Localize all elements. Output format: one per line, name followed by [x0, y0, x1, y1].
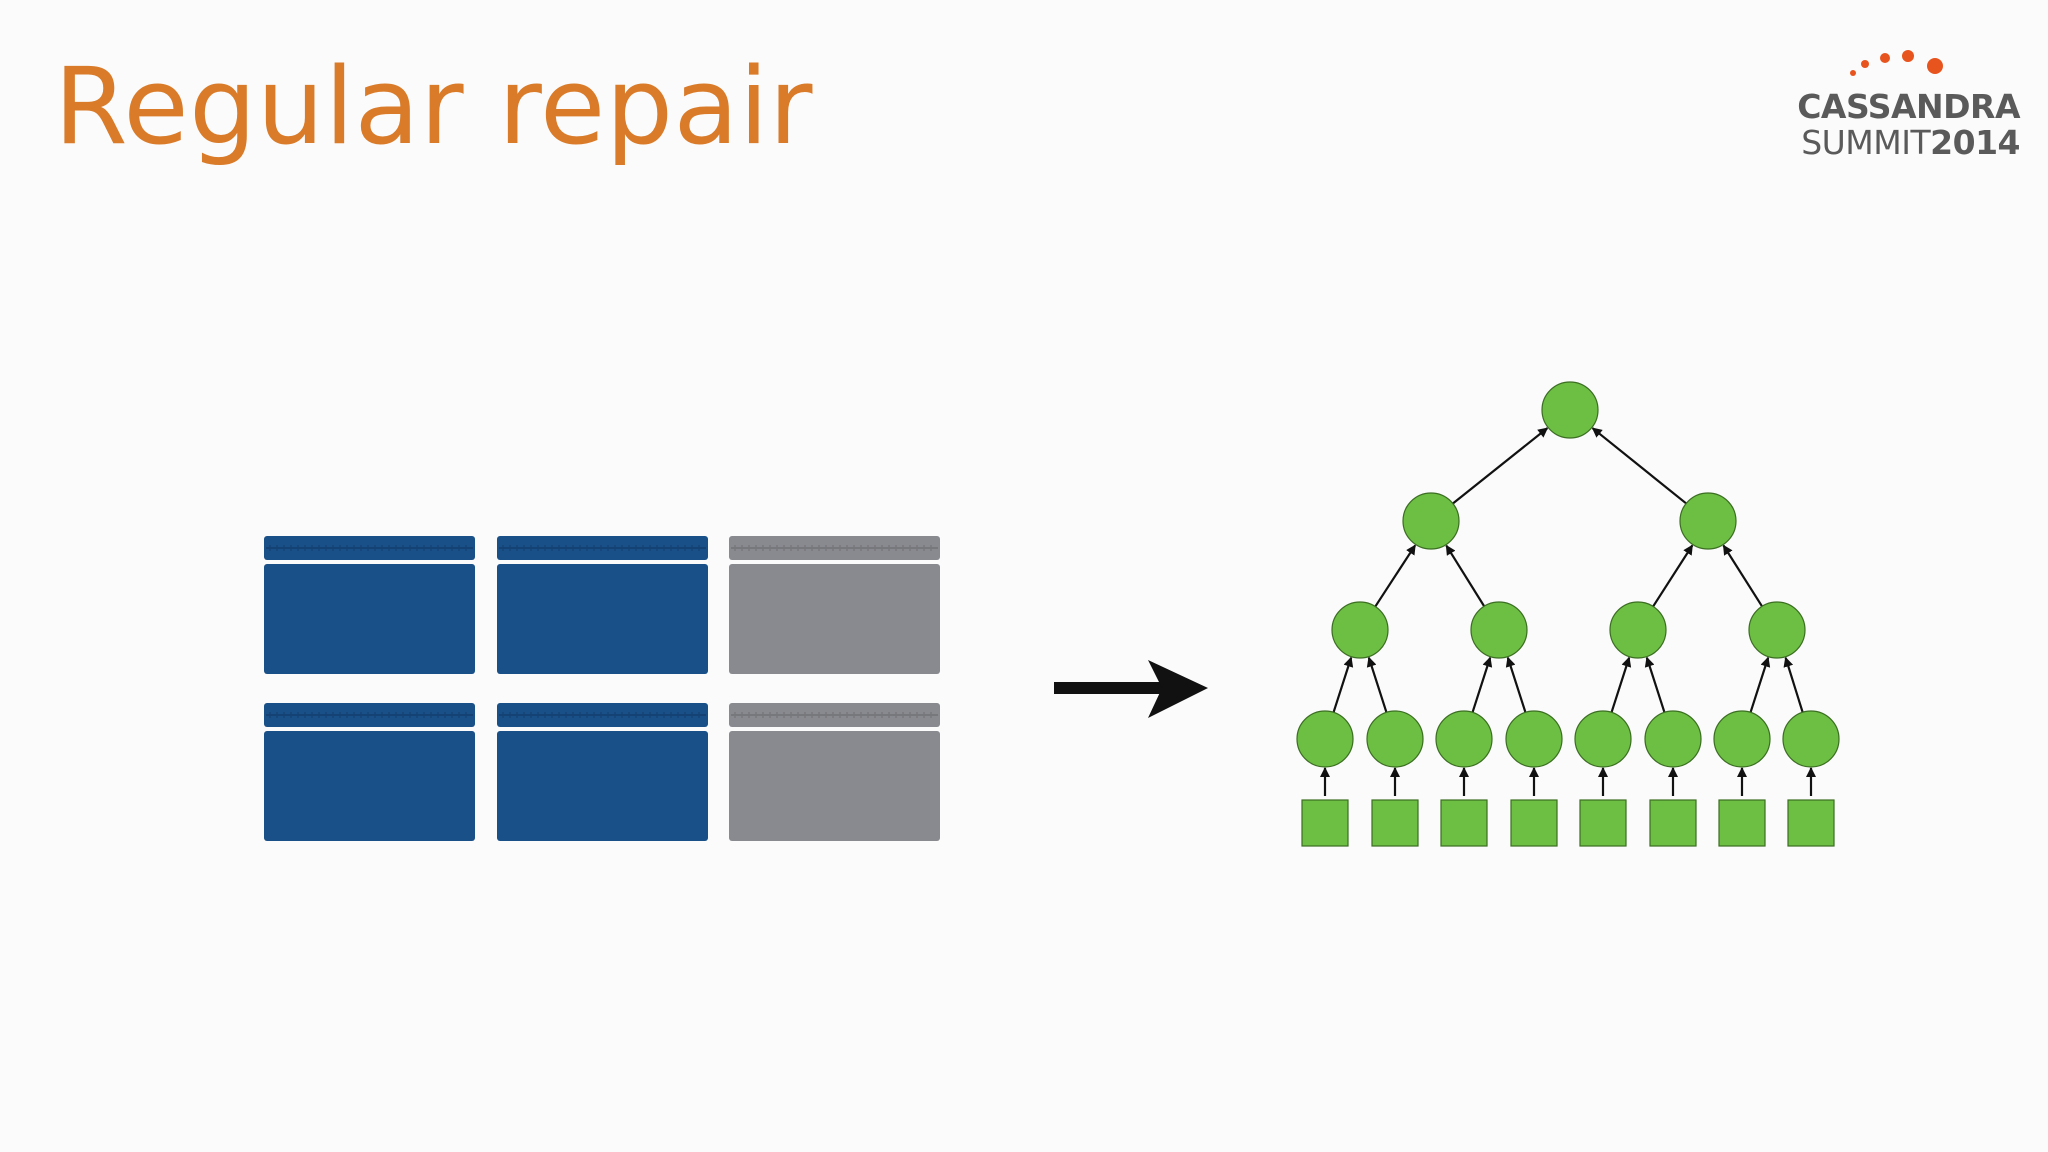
tree-node: [1748, 601, 1806, 659]
tree-node: [1402, 492, 1460, 550]
logo-line2-year: 2014: [1930, 123, 2020, 162]
tree-node: [1713, 710, 1771, 768]
tree-edge: [1652, 544, 1694, 608]
slide-title: Regular repair: [54, 45, 813, 168]
tree-leaf: [1371, 799, 1419, 847]
tree-edge: [1783, 656, 1804, 713]
tree-edge: [1722, 544, 1763, 607]
block-header-ticks: [731, 545, 938, 551]
data-blocks: [264, 536, 940, 841]
tree-leaf: [1510, 799, 1558, 847]
tree-node: [1435, 710, 1493, 768]
logo-line2: SUMMIT2014: [1796, 124, 2020, 162]
tree-edge: [1749, 656, 1771, 713]
tree-leaf: [1649, 799, 1697, 847]
block-header-ticks: [731, 712, 938, 718]
tree-leaf: [1579, 799, 1627, 847]
right-arrow-icon: [1054, 660, 1208, 718]
tree-node: [1331, 601, 1389, 659]
tree-edge: [1332, 656, 1354, 713]
tree-edge: [1445, 544, 1486, 607]
tree-leaf: [1787, 799, 1835, 847]
merkle-tree-edges: [1320, 427, 1816, 796]
tree-node: [1644, 710, 1702, 768]
tree-node: [1366, 710, 1424, 768]
block-header-ticks: [266, 545, 473, 551]
data-block-gray: [729, 703, 940, 841]
logo-dots-icon: [1850, 50, 1943, 76]
tree-edge: [1471, 656, 1493, 713]
tree-edge: [1591, 427, 1687, 505]
tree-node: [1609, 601, 1667, 659]
tree-node: [1505, 710, 1563, 768]
logo-line1: CASSANDRA: [1797, 87, 2020, 126]
tree-node: [1296, 710, 1354, 768]
tree-leaf: [1440, 799, 1488, 847]
data-block-blue: [264, 536, 475, 674]
cassandra-summit-logo: CASSANDRA SUMMIT2014: [1790, 36, 2021, 166]
tree-root-node: [1541, 381, 1599, 439]
tree-edge: [1374, 544, 1417, 608]
data-block-blue: [264, 703, 475, 841]
block-header-ticks: [499, 545, 706, 551]
tree-leaf: [1301, 799, 1349, 847]
tree-node: [1470, 601, 1528, 659]
tree-edge: [1366, 656, 1388, 713]
tree-edge: [1505, 656, 1527, 713]
logo-line2-summit: SUMMIT: [1801, 123, 1931, 162]
data-block-gray: [729, 536, 940, 674]
merkle-tree: [1296, 381, 1840, 847]
tree-edge: [1644, 656, 1666, 713]
data-block-blue: [497, 703, 708, 841]
tree-node: [1679, 492, 1737, 550]
tree-edge: [1452, 427, 1549, 505]
tree-edge: [1610, 656, 1632, 713]
tree-node: [1574, 710, 1632, 768]
block-header-ticks: [266, 712, 473, 718]
tree-leaf: [1718, 799, 1766, 847]
data-block-blue: [497, 536, 708, 674]
block-header-ticks: [499, 712, 706, 718]
tree-node: [1782, 710, 1840, 768]
